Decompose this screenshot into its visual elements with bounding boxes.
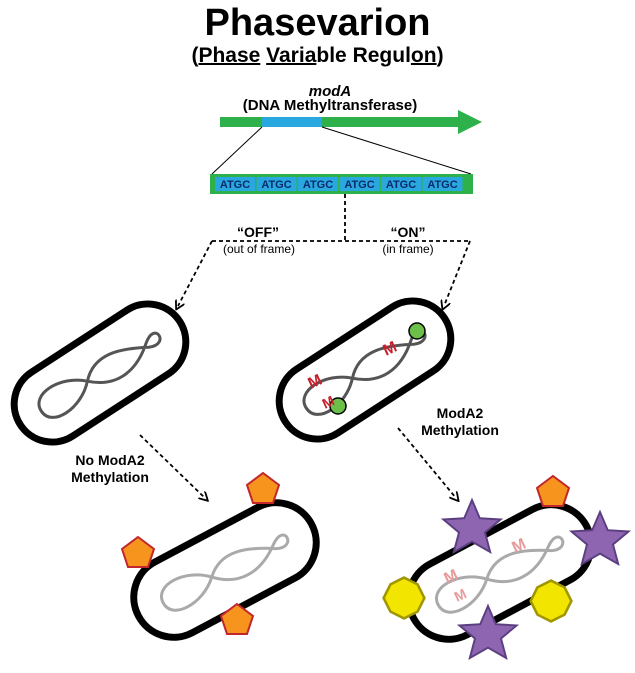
off-state-label: “OFF”: [237, 224, 279, 240]
repeat-cell: [422, 177, 463, 191]
surface-protein-octagon: [529, 579, 573, 623]
arrow-to-off-phenotype: [139, 434, 205, 498]
gene-name: modA: [308, 83, 352, 100]
methyltransferase-dot: [408, 322, 426, 340]
methyl-mark-faded: M: [442, 567, 461, 588]
zoom-line-left: [211, 126, 263, 175]
repeat-cell: [381, 177, 421, 191]
surface-protein-star: [456, 603, 520, 661]
repeat-cell-label: ATGC: [386, 179, 416, 191]
surface-protein-octagon: [382, 576, 426, 620]
repeat-cell-label: ATGC: [344, 179, 374, 191]
repeat-cell-label: ATGC: [261, 179, 291, 191]
off-outcome-line1: No ModA2: [75, 452, 145, 468]
repeat-cell-label: ATGC: [220, 179, 250, 191]
gene-arrowhead: [458, 110, 482, 134]
arrow-to-on: [444, 240, 471, 306]
repeat-cell: [339, 177, 380, 191]
surface-protein-pentagon: [535, 474, 571, 507]
subtitle-open-paren: (: [191, 44, 199, 67]
gene-body: [220, 117, 460, 127]
off-bacterium: [10, 300, 190, 446]
zoom-line-right: [321, 126, 472, 175]
repeat-region: [262, 117, 322, 127]
moda-gene-arrow: [220, 110, 482, 134]
off-outcome-line2: Methylation: [71, 469, 149, 485]
subtitle-part-ble: ble: [316, 44, 353, 67]
chromosome: [37, 331, 162, 419]
surface-protein-star: [440, 497, 504, 555]
methyltransferase-dot: [329, 397, 347, 415]
repeat-cell: [256, 177, 297, 191]
on-state-detail: (in frame): [382, 242, 434, 256]
subtitle-part-regul: Regul: [352, 44, 411, 67]
repeat-cell-label: ATGC: [427, 179, 457, 191]
surface-protein-pentagon: [120, 535, 156, 568]
gene-description: (DNA Methyltransferase): [242, 97, 418, 114]
repeat-cell-label: ATGC: [303, 179, 333, 191]
on-outcome-line1: ModA2: [436, 405, 484, 421]
arrow-to-on-phenotype: [397, 427, 456, 498]
subtitle-part-on: on: [410, 44, 437, 67]
chromosome: [160, 533, 290, 612]
subtitle-close-paren: ): [436, 44, 444, 67]
surface-protein-star: [568, 509, 632, 567]
methyl-mark: M: [381, 339, 400, 360]
subtitle-part-varia: Varia: [266, 44, 317, 67]
on-outcome-line2: Methylation: [421, 422, 499, 438]
on-state-label: “ON”: [390, 224, 426, 240]
repeat-cell: [215, 177, 255, 191]
off-state-detail: (out of frame): [222, 242, 296, 256]
surface-protein-pentagon: [245, 471, 281, 504]
repeat-cell: [298, 177, 338, 191]
diagram-subtitle: (Phase Variable Regulon): [0, 44, 635, 68]
subtitle-part-phase: Phase: [198, 44, 261, 67]
surface-protein-pentagon: [219, 602, 255, 635]
repeat-bar: ATGC ATGC ATGC ATGC ATGC ATGC: [210, 174, 473, 194]
chromosome: [435, 535, 565, 614]
methyl-mark-faded: M: [510, 536, 529, 557]
diagram-title: Phasevarion: [204, 2, 431, 44]
arrow-to-off: [178, 240, 213, 306]
methyl-mark: M: [306, 372, 325, 393]
off-phenotype-bacterium: [130, 499, 320, 641]
